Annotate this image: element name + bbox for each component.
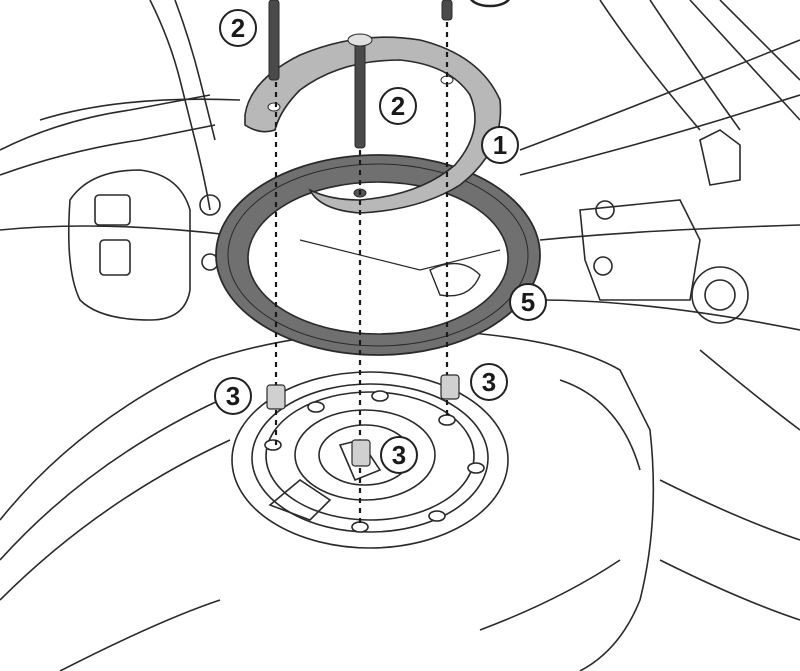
callout-3-right: 3 <box>470 363 508 401</box>
callout-label: 5 <box>520 286 536 317</box>
callout-label: 2 <box>230 12 246 43</box>
callout-2-center: 2 <box>379 87 417 125</box>
callout-label: 3 <box>481 366 497 397</box>
callout-label: 2 <box>390 90 406 121</box>
tank-ring-part-5 <box>215 154 541 356</box>
callout-1: 1 <box>481 126 519 164</box>
bolts-part-2 <box>268 0 453 149</box>
callout-3-center: 3 <box>380 436 418 474</box>
callout-label: 1 <box>492 129 508 160</box>
callout-3-left: 3 <box>214 377 252 415</box>
tank-holes <box>264 390 485 533</box>
assembly-guide-lines <box>274 22 449 527</box>
callout-2-left: 2 <box>219 9 257 47</box>
spacers-part-3 <box>266 374 460 467</box>
callout-5: 5 <box>509 283 547 321</box>
partial-callout <box>470 0 510 8</box>
callout-label: 3 <box>391 439 407 470</box>
callout-label: 3 <box>225 380 241 411</box>
